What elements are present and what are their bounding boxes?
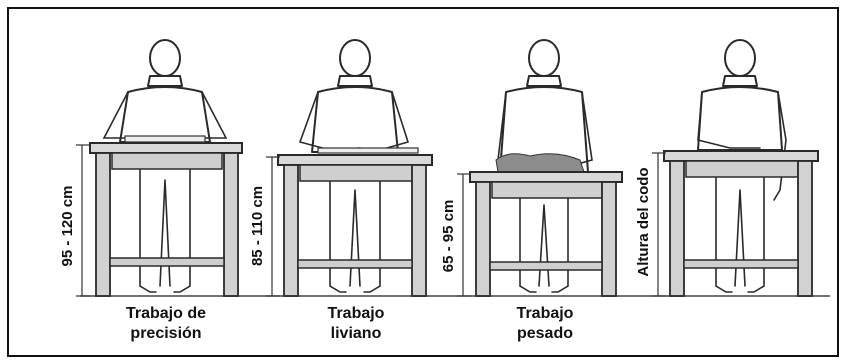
open-book-object [124, 135, 206, 143]
caption-line-1: Trabajo de [126, 305, 206, 322]
caption-line-2: pesado [517, 325, 573, 342]
workbench [277, 154, 433, 297]
caption-line-2: liviano [331, 325, 382, 342]
height-dimension: 85 - 110 cm [249, 156, 280, 297]
height-dimension: 95 - 120 cm [59, 144, 90, 297]
height-dimension: 65 - 95 cm [440, 173, 471, 297]
person-figure [697, 39, 787, 293]
caption-line-2: precisión [130, 325, 201, 342]
workbench [663, 150, 819, 297]
caption-line-1: Trabajo [517, 305, 574, 322]
height-dimension: Altura del codo [635, 152, 666, 297]
height-label: 65 - 95 cm [440, 200, 457, 273]
workbench [469, 171, 623, 297]
figure-frame [7, 7, 839, 357]
height-label: Altura del codo [635, 167, 652, 276]
station-heavy: 65 - 95 cm Trabajo pesado [440, 39, 623, 342]
station-elbow: Altura del codo [635, 39, 819, 297]
height-label: 95 - 120 cm [59, 186, 76, 267]
height-label: 85 - 110 cm [249, 186, 266, 266]
caption-line-1: Trabajo [328, 305, 385, 322]
station-precision: 95 - 120 cm Trabajo de precisión [59, 39, 243, 342]
paper-object [317, 147, 419, 154]
station-light: 85 - 110 cm Trabajo liviano [249, 39, 433, 342]
workbench [89, 142, 243, 297]
person-figure [298, 39, 410, 293]
heavy-object [495, 153, 585, 173]
